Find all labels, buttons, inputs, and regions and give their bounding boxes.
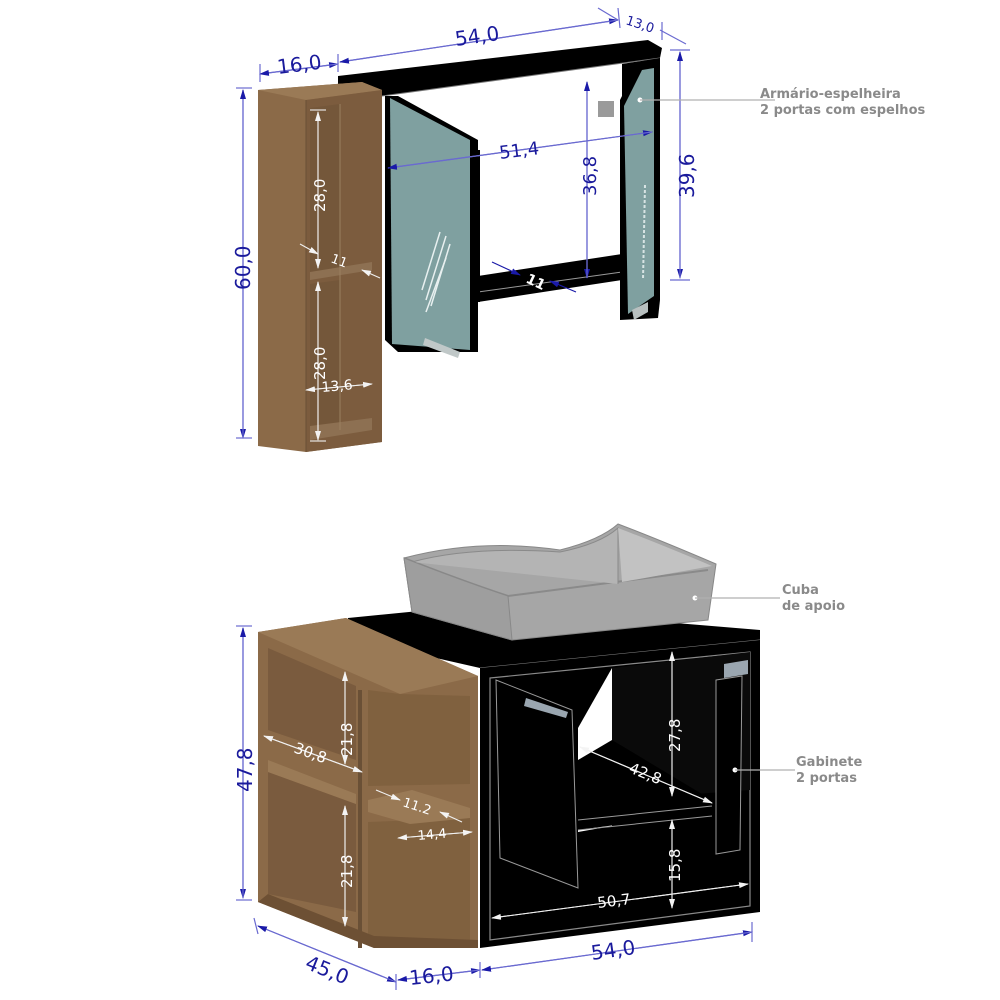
low-side-shelf (258, 618, 478, 948)
mirror-cabinet-bottom-bar (477, 254, 623, 302)
dim-upper-cabinet-depth: 13,0 (624, 14, 656, 37)
dim-lower-depth: 45,0 (302, 950, 352, 989)
callout-basin-line2: de apoio (782, 599, 845, 614)
dim-upper-shelf-top-height: 28,0 (311, 179, 329, 212)
callout-basin-line1: Cuba (782, 583, 819, 598)
door-handle (524, 698, 568, 718)
upper-shelf-dimension-lines (299, 109, 381, 442)
dim-lower-niche-top-height: 21,8 (338, 723, 356, 756)
dim-lower-small-shelf-width: 14,4 (417, 827, 447, 844)
dim-upper-inner-height: 36,8 (580, 156, 601, 196)
callout-mirror-cabinet-line1: Armário-espelheira (760, 87, 901, 102)
basin (403, 523, 717, 641)
dim-upper-total-height: 60,0 (231, 245, 255, 290)
dim-lower-cabinet-upper-height: 27,8 (666, 719, 684, 752)
dim-lower-cabinet-inner-width: 50,7 (596, 890, 631, 912)
dim-upper-cabinet-width: 54,0 (453, 21, 500, 51)
door-handle (598, 101, 614, 117)
dim-upper-side-width: 16,0 (276, 50, 323, 79)
tall-side-shelf (258, 82, 382, 452)
dim-upper-shelf-bottom-height: 28,0 (311, 347, 329, 380)
dim-upper-shelf-depth: 11 (329, 252, 350, 272)
lower-dimension-lines (236, 625, 753, 990)
mirror-door-left (385, 96, 478, 358)
dim-lower-cabinet-width: 54,0 (589, 935, 636, 965)
dim-upper-cabinet-inner-depth: 11 (523, 271, 547, 294)
dim-upper-cabinet-height: 39,6 (675, 153, 699, 198)
callout-cabinet-line1: Gabinete (796, 755, 862, 770)
mirror-cabinet-top (338, 40, 662, 97)
dim-lower-niche-bottom-height: 21,8 (338, 855, 356, 888)
dim-lower-side-width: 16,0 (408, 961, 455, 990)
upper-unit (236, 7, 775, 452)
mirror-door-right (598, 58, 660, 320)
dim-upper-inner-width: 51,4 (498, 138, 540, 164)
lower-white-dimension-lines (263, 651, 749, 927)
door-handle (724, 660, 748, 678)
dim-upper-shelf-inner-width: 13,6 (321, 377, 354, 396)
callout-cabinet-line2: 2 portas (796, 771, 857, 786)
lower-unit (236, 523, 795, 990)
black-cabinet (480, 640, 760, 948)
dim-lower-total-height: 47,8 (233, 747, 257, 792)
callout-mirror-cabinet-line2: 2 portas com espelhos (760, 103, 925, 118)
upper-dimension-lines (236, 7, 690, 439)
dim-lower-cabinet-lower-height: 15,8 (666, 849, 684, 882)
